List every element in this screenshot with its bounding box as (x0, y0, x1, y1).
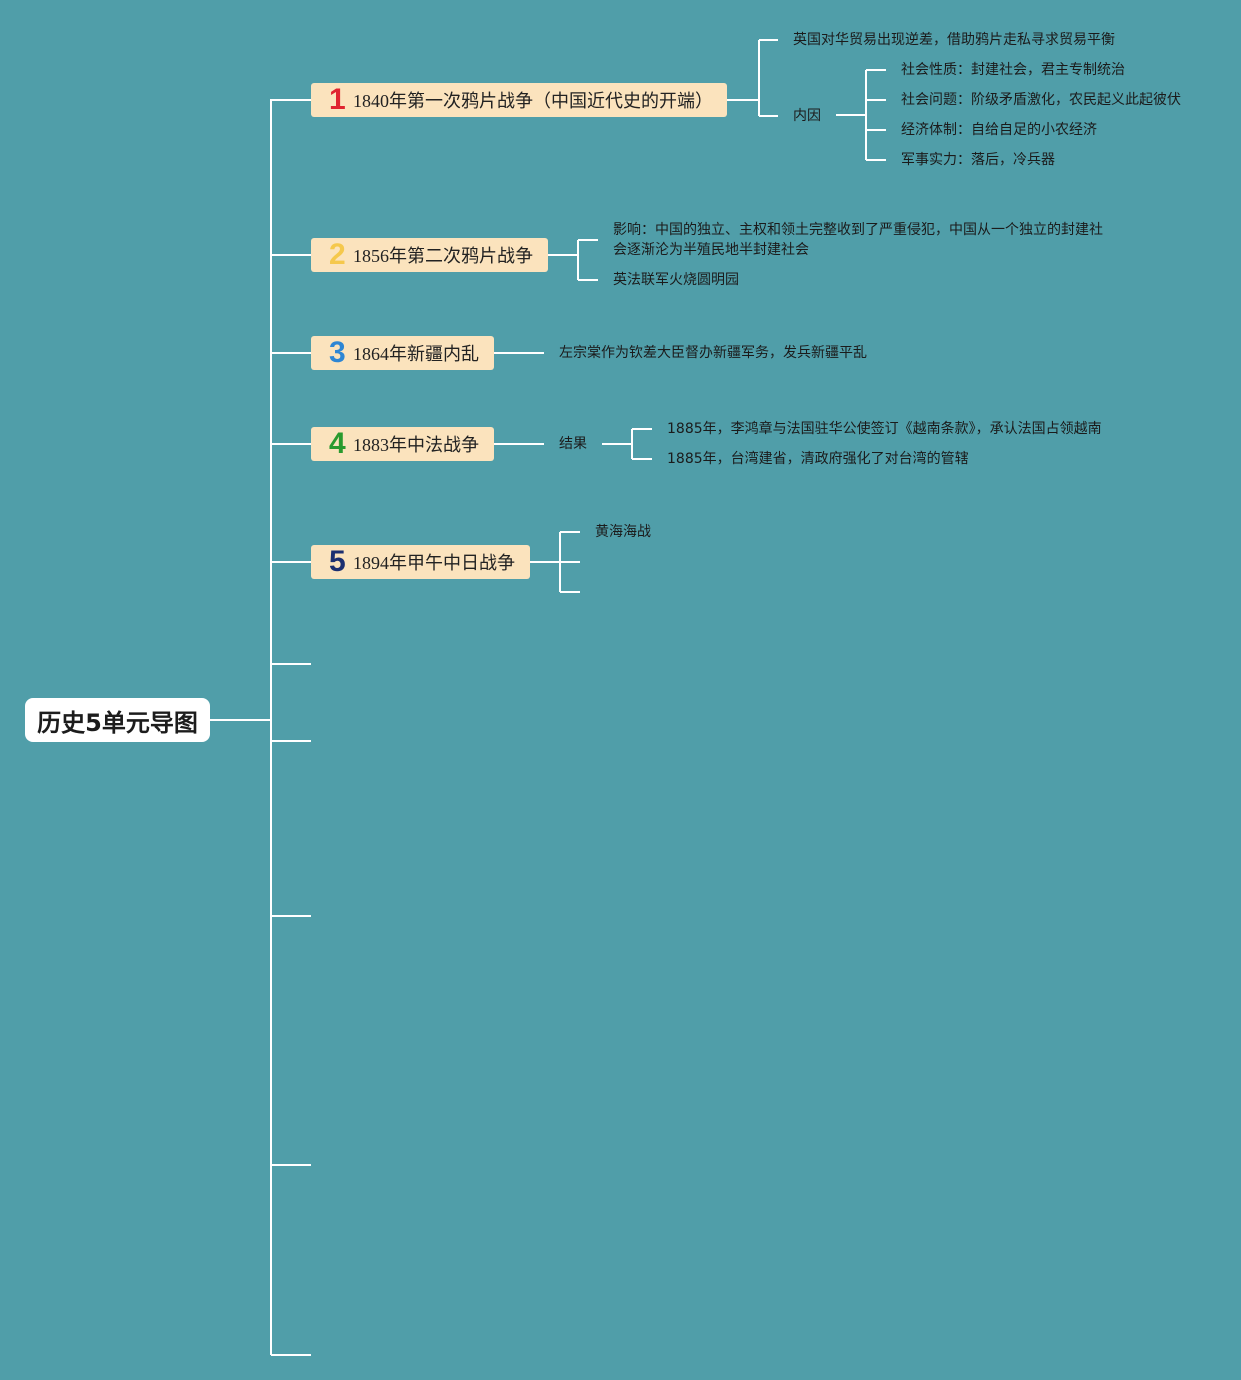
branch-label: 1840年第一次鸦片战争（中国近代史的开端） (353, 91, 713, 111)
leaf-node[interactable]: 左宗棠作为钦差大臣督办新疆军务，发兵新疆平乱 (559, 345, 867, 361)
number-badge-5: 5 (329, 545, 346, 578)
number-badge-1: 1 (329, 83, 346, 116)
leaf-node[interactable]: 英法联军火烧圆明园 (613, 272, 739, 288)
branch-label: 1856年第二次鸦片战争 (353, 246, 533, 266)
number-badge-2: 2 (329, 238, 346, 271)
branch-label: 1894年甲午中日战争 (353, 553, 515, 573)
leaf-node[interactable]: 1885年，台湾建省，清政府强化了对台湾的管辖 (667, 451, 969, 467)
leaf-node[interactable]: 1885年，李鸿章与法国驻华公使签订《越南条款》，承认法国占领越南 (667, 421, 1102, 437)
leaf-node[interactable]: 经济体制：自给自足的小农经济 (901, 122, 1097, 138)
leaf-node[interactable]: 社会问题：阶级矛盾激化，农民起义此起彼伏 (901, 92, 1181, 108)
root-node[interactable]: 历史5单元导图 (25, 698, 210, 742)
branch-node-4[interactable]: 4 1883年中法战争 (311, 427, 494, 461)
branch-node-1[interactable]: 1 1840年第一次鸦片战争（中国近代史的开端） (311, 83, 727, 117)
number-badge-3: 3 (329, 336, 346, 369)
leaf-node[interactable]: 军事实力：落后，冷兵器 (901, 152, 1055, 168)
branch-label: 1883年中法战争 (353, 435, 479, 455)
branch-node-5[interactable]: 5 1894年甲午中日战争 (311, 545, 530, 579)
leaf-node[interactable]: 社会性质：封建社会，君主专制统治 (901, 62, 1125, 78)
number-badge-4: 4 (329, 427, 346, 460)
leaf-node[interactable]: 影响：中国的独立、主权和领土完整收到了严重侵犯，中国从一个独立的封建社会逐渐沦为… (613, 222, 1103, 258)
leaf-node-neiyin[interactable]: 内因 (793, 108, 821, 124)
leaf-node[interactable]: 黄海海战 (595, 524, 651, 540)
leaf-node-result[interactable]: 结果 (559, 436, 587, 452)
branch-node-3[interactable]: 3 1864年新疆内乱 (311, 336, 494, 370)
branch-label: 1864年新疆内乱 (353, 344, 479, 364)
root-title: 历史5单元导图 (37, 708, 198, 737)
branch-node-2[interactable]: 2 1856年第二次鸦片战争 (311, 238, 548, 272)
leaf-node[interactable]: 英国对华贸易出现逆差，借助鸦片走私寻求贸易平衡 (793, 32, 1115, 48)
